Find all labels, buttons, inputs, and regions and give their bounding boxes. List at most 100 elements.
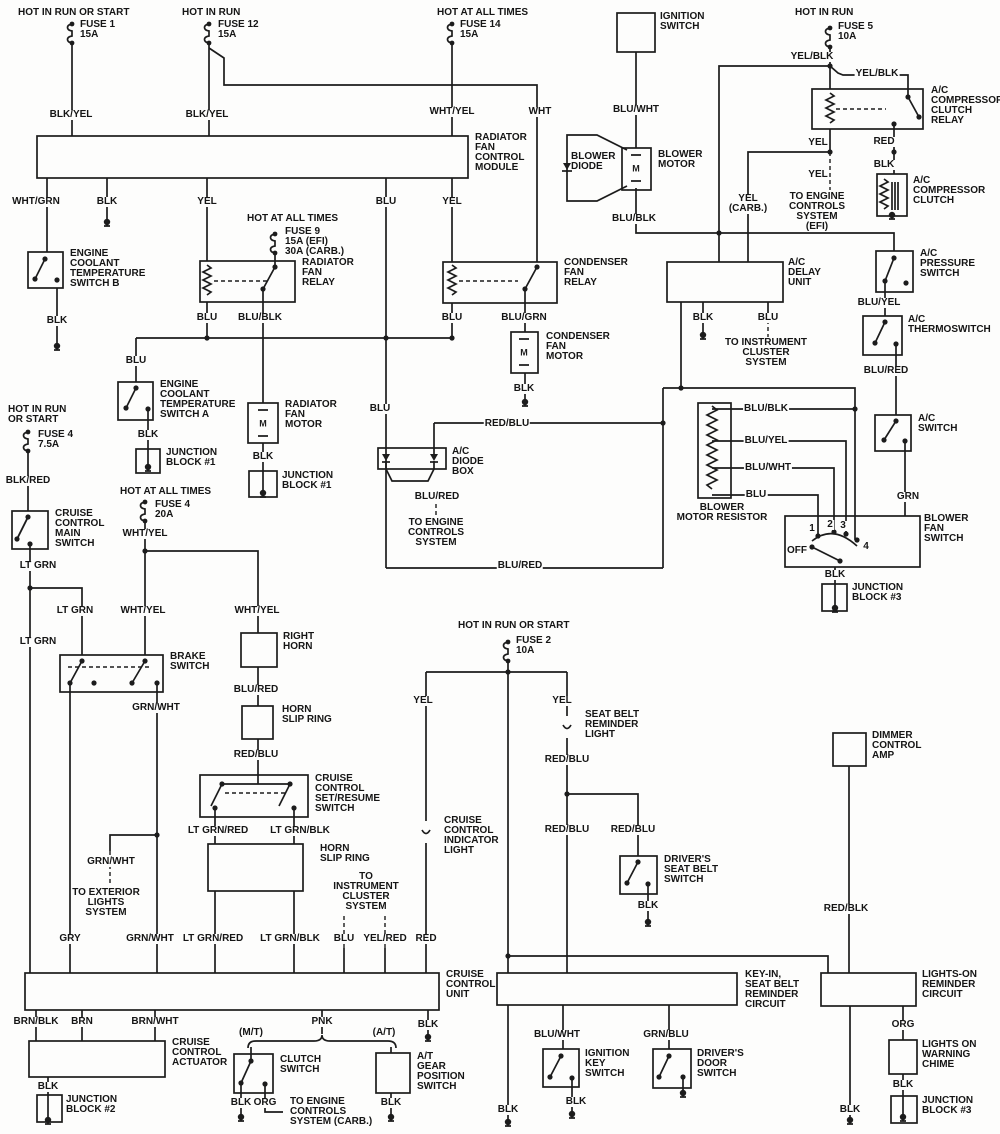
wire-red-blu-horn: RED/BLU — [232, 749, 280, 760]
junction-dot-5 — [204, 335, 210, 341]
ground-4-tick — [522, 402, 528, 407]
seat-belt-reminder-light-symbol-filament — [562, 724, 572, 730]
ground-2-tick — [145, 467, 151, 472]
junction-block-2-label: JUNCTION BLOCK #2 — [66, 1094, 118, 1115]
wire-wht-yel-1: WHT/YEL — [121, 528, 169, 539]
junction-dot-48 — [287, 781, 293, 787]
condenser-fan-motor-symbol-terminals — [519, 338, 529, 366]
cruise-control-set-resume-switch-box — [199, 774, 309, 818]
junction-dot-19 — [54, 277, 60, 283]
switch-pos-2: 2 — [826, 519, 834, 530]
wire-wht: WHT — [527, 106, 553, 117]
wire-wht-yel-3: WHT/YEL — [233, 605, 281, 616]
wire-yel-carb: YEL (CARB.) — [727, 193, 769, 214]
wire-lt-grn-red-2: LT GRN/RED — [181, 933, 245, 944]
wire-34 — [385, 468, 435, 482]
wire-blk-module: BLK — [95, 196, 119, 207]
wire-blu-wht-res: BLU/WHT — [743, 462, 793, 473]
wire-2 — [208, 47, 538, 262]
condenser-relay-coil — [446, 264, 458, 296]
junction-dot-0 — [827, 63, 833, 69]
hot-in-run-12: HOT IN RUN — [182, 7, 241, 18]
wire-red-blu-2: RED/BLU — [543, 824, 591, 835]
wire-12 — [747, 151, 830, 262]
wire-wht-grn: WHT/GRN — [11, 196, 61, 207]
wire-gry: GRY — [58, 933, 82, 944]
blower-motor-box — [621, 147, 652, 191]
wire-23 — [262, 266, 276, 290]
wire-yel-module: YEL — [196, 196, 218, 207]
blower-motor-resistor-label: BLOWER MOTOR RESISTOR — [675, 502, 769, 523]
junction-dot-17 — [42, 256, 48, 262]
junction-dot-60 — [248, 1058, 254, 1064]
dimmer-control-amp-label: DIMMER CONTROL AMP — [872, 730, 922, 761]
wire-org-clutch: ORG — [252, 1097, 278, 1108]
wire-blk-clutch: BLK — [872, 159, 896, 170]
fuse-4-7a-symbol — [22, 431, 29, 452]
blower-motor-resistor-box — [697, 402, 732, 499]
clutch-switch-label: CLUTCH SWITCH — [280, 1054, 322, 1075]
ignition-key-switch-label: IGNITION KEY SWITCH — [585, 1048, 630, 1079]
ac-thermoswitch-label: A/C THERMOSWITCH — [908, 314, 991, 335]
junction-dot-14 — [564, 791, 570, 797]
ac-compressor-clutch-relay-box — [811, 88, 924, 130]
ac-diode-box-box — [377, 447, 447, 470]
wire-blu-red-horn: BLU/RED — [232, 684, 280, 695]
blower-resistor-element — [705, 405, 719, 490]
junction-dot-55 — [547, 1074, 553, 1080]
wire-lt-grn-3: LT GRN — [18, 636, 58, 647]
junction-dot-24 — [260, 286, 266, 292]
junction-dot-46 — [154, 680, 160, 686]
wire-blk-key: BLK — [496, 1104, 520, 1115]
junction-dot-33 — [872, 340, 878, 346]
wire-78 — [278, 783, 291, 807]
fuse-12-label: FUSE 12 15A — [218, 19, 259, 40]
to-instrument-cluster-1: TO INSTRUMENT CLUSTER SYSTEM — [723, 337, 809, 368]
junction-dot-27 — [905, 94, 911, 100]
wire-blu-wht: BLU/WHT — [611, 104, 661, 115]
wire-blu-yel-res: BLU/YEL — [743, 435, 789, 446]
junction-dot-26 — [522, 286, 528, 292]
ground-12-tick — [505, 1122, 511, 1127]
ground-15-tick — [847, 1120, 853, 1125]
blower-motor-symbol-letter: M — [632, 164, 640, 174]
ignition-switch-label: IGNITION SWITCH — [660, 11, 705, 32]
junction-dot-12 — [27, 585, 33, 591]
fuse-9-top — [272, 231, 278, 237]
junction-dot-2 — [891, 121, 897, 127]
junction-dot-21 — [123, 405, 129, 411]
seat-belt-reminder-light-label: SEAT BELT REMINDER LIGHT — [585, 709, 640, 740]
diode-box-triangle-left — [382, 454, 390, 461]
hot-in-run-or-start-1: HOT IN RUN OR START — [18, 7, 130, 18]
wire-120 — [240, 1060, 252, 1084]
wire-pnk: PNK — [310, 1016, 334, 1027]
wire-red-cc: RED — [414, 933, 438, 944]
wire-blk-rfm: BLK — [251, 451, 275, 462]
wire-blk-bfs: BLK — [823, 569, 847, 580]
ac-pressure-switch-label: A/C PRESSURE SWITCH — [920, 248, 976, 279]
wire-125 — [34, 258, 46, 280]
wire-130 — [884, 257, 895, 282]
condenser-fan-relay-label: CONDENSER FAN RELAY — [564, 257, 628, 288]
wire-red: RED — [872, 136, 896, 147]
wire-63 — [30, 587, 83, 655]
wire-50 — [883, 420, 897, 441]
wire-blu-grn: BLU/GRN — [500, 312, 548, 323]
wire-blk-lights: BLK — [838, 1104, 862, 1115]
lights-on-reminder-circuit-box — [820, 972, 917, 1007]
junction-dot-58 — [656, 1074, 662, 1080]
wire-57 — [811, 546, 841, 562]
junction-dot-64 — [831, 529, 837, 535]
wire-98 — [508, 955, 829, 973]
wire-wht-yel-2: WHT/YEL — [119, 605, 167, 616]
ground-9-tick — [45, 1120, 51, 1125]
junction-block-3b-label: JUNCTION BLOCK #3 — [922, 1095, 974, 1116]
wire-71 — [109, 834, 157, 851]
ground-6-tick — [832, 608, 838, 613]
wire-blu-cc: BLU — [332, 933, 356, 944]
ground-14-tick — [680, 1093, 686, 1098]
wire-brn: BRN — [70, 1016, 94, 1027]
clutch-switch-box — [233, 1053, 274, 1094]
switch-pos-off: OFF — [786, 545, 808, 556]
